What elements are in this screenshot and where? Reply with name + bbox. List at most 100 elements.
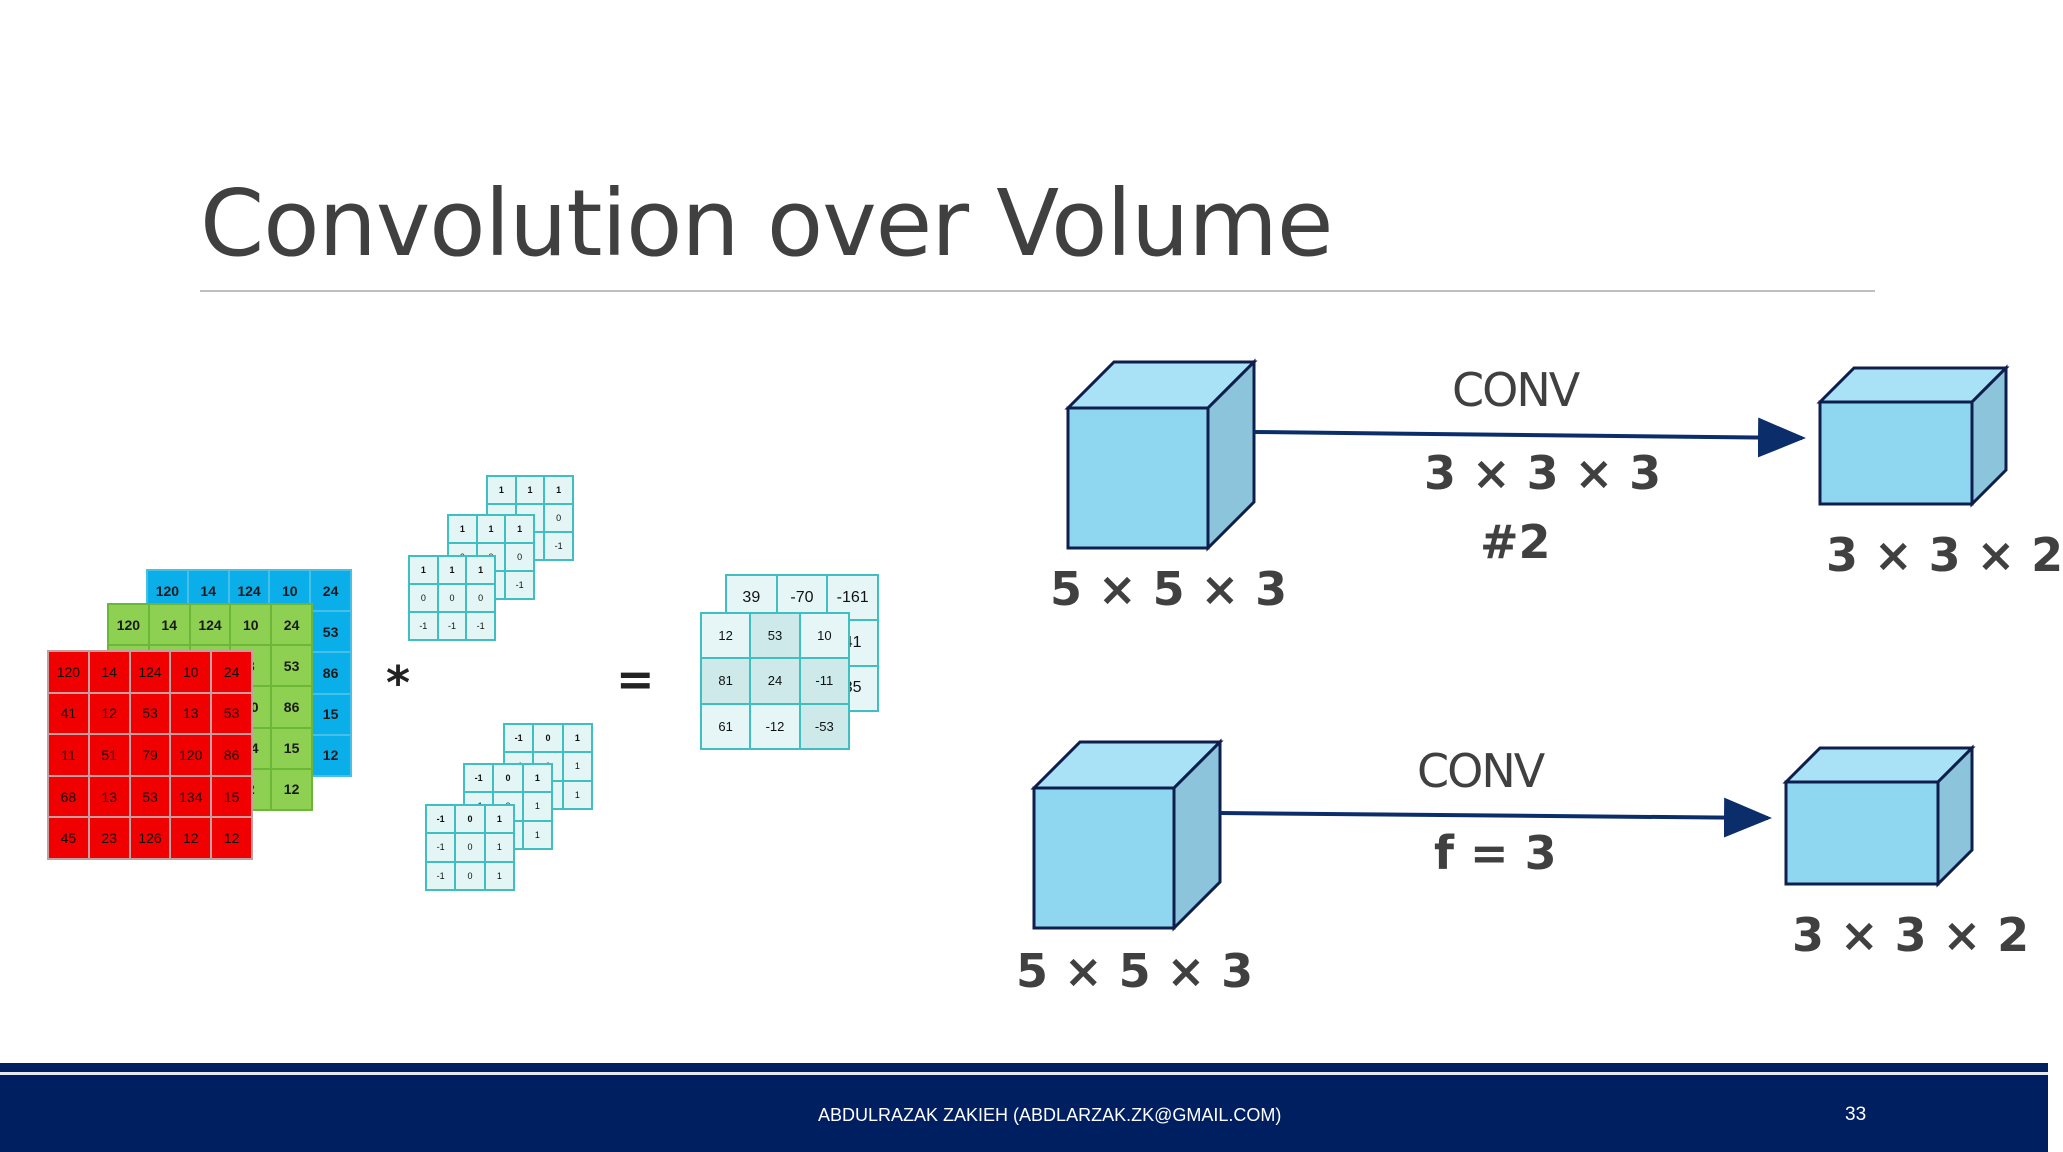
grid-cell: 1 [475,514,507,544]
grid-cell: 86 [270,685,313,729]
grid-cell: 12 [270,767,313,812]
grid-cell: -1 [502,722,535,754]
conv-label-bottom: CONV [1417,744,1545,798]
grid-cell: 61 [699,702,752,751]
grid-cell: 86 [210,733,253,777]
grid-cell: 1 [561,751,594,782]
grid-cell: 53 [210,691,253,736]
grid-cell: 1 [436,555,468,585]
grid-cell: 11 [47,733,90,777]
grid-cell: 79 [128,733,172,777]
grid-cell: -1 [504,570,535,600]
footer-bar [0,1063,2048,1152]
footer-author: ABDULRAZAK ZAKIEH (ABDLARZAK.ZK@GMAIL.CO… [818,1105,1282,1125]
grid-cell: 45 [47,816,90,860]
grid-cell: -11 [798,657,851,705]
grid-cell: 14 [87,650,131,694]
grid-cell: -1 [424,803,457,835]
grid-cell: 0 [532,722,564,754]
grid-cell: 1 [521,762,554,794]
grid-cell: 14 [147,602,191,647]
kernel-size-bottom: f = 3 [1434,826,1557,880]
grid-row: -1-1-1 [408,611,496,641]
grid-cell: 12 [87,691,131,736]
grid-cell: 12 [210,816,253,860]
title-divider [200,290,1875,292]
grid-cell: 13 [169,691,213,736]
grid-cell: 0 [543,503,574,533]
grid-cell: 120 [107,602,150,647]
grid-cell: 0 [465,583,496,613]
grid-cell: 120 [47,650,90,694]
grid-cell: 13 [87,774,131,819]
grid-cell: 134 [169,774,213,819]
grid-cell: 1 [521,791,554,822]
grid-cell: 53 [270,644,313,688]
equals-sign: = [616,652,655,706]
grid-cell: 53 [128,691,172,736]
grid-cell: 86 [309,651,352,695]
grid-cell: 1 [447,514,478,544]
grid-cell: 0 [454,832,486,863]
grid-cell: 1 [514,475,546,505]
convolution-operator: * [386,656,411,710]
grid-cell: 124 [128,650,172,694]
input-dims-top: 5 × 5 × 3 [1050,562,1288,616]
grid-cell: 24 [210,650,253,694]
grid-cell: 126 [128,816,172,860]
input-cube-bottom [1030,738,1224,932]
conv-label-top: CONV [1452,363,1580,417]
grid-cell: -1 [408,611,439,641]
input-cube-top [1064,358,1258,552]
input-dims-bottom: 5 × 5 × 3 [1016,944,1254,998]
slide-title: Convolution over Volume [200,170,1333,277]
output-dims-bottom: 3 × 3 × 2 [1792,908,2030,962]
grid-cell: 10 [229,602,273,647]
grid-cell: 1 [486,475,517,505]
grid-cell: 1 [543,475,574,505]
grid-cell: -1 [424,860,457,892]
grid-cell: 1 [561,779,594,811]
grid-cell: -53 [798,702,851,751]
grid-cell: 1 [561,722,594,754]
grid-cell: 81 [699,657,752,705]
grid-cell: 15 [210,774,253,819]
grid-cell: 1 [465,555,496,585]
grid-cell: 1 [483,860,516,892]
conv-arrow-top [1253,417,1806,458]
grid-cell: 1 [483,803,516,835]
grid-cell: 53 [749,611,801,660]
output-cube-bottom [1782,744,1976,888]
grid-cell: 0 [454,803,486,835]
grid-cell: 68 [47,774,90,819]
grid-cell: 23 [87,816,131,860]
output-cube-top [1816,364,2010,508]
grid-cell: 12 [169,816,213,860]
grid-cell: 15 [270,726,313,770]
page-number: 33 [1845,1104,1867,1125]
grid-cell: 0 [408,583,439,613]
grid-cell: 15 [309,692,352,736]
output-dims-top: 3 × 3 × 2 [1826,528,2063,582]
footer-divider [0,1072,2048,1075]
grid-cell: 51 [87,733,131,777]
grid-cell: 24 [749,657,801,705]
grid-cell: 12 [699,611,752,660]
grid-cell: 1 [504,514,535,544]
conv-arrow-bottom [1219,797,1772,838]
grid-cell: 124 [188,602,232,647]
grid-cell: 24 [270,602,313,647]
grid-cell: -1 [465,611,496,641]
